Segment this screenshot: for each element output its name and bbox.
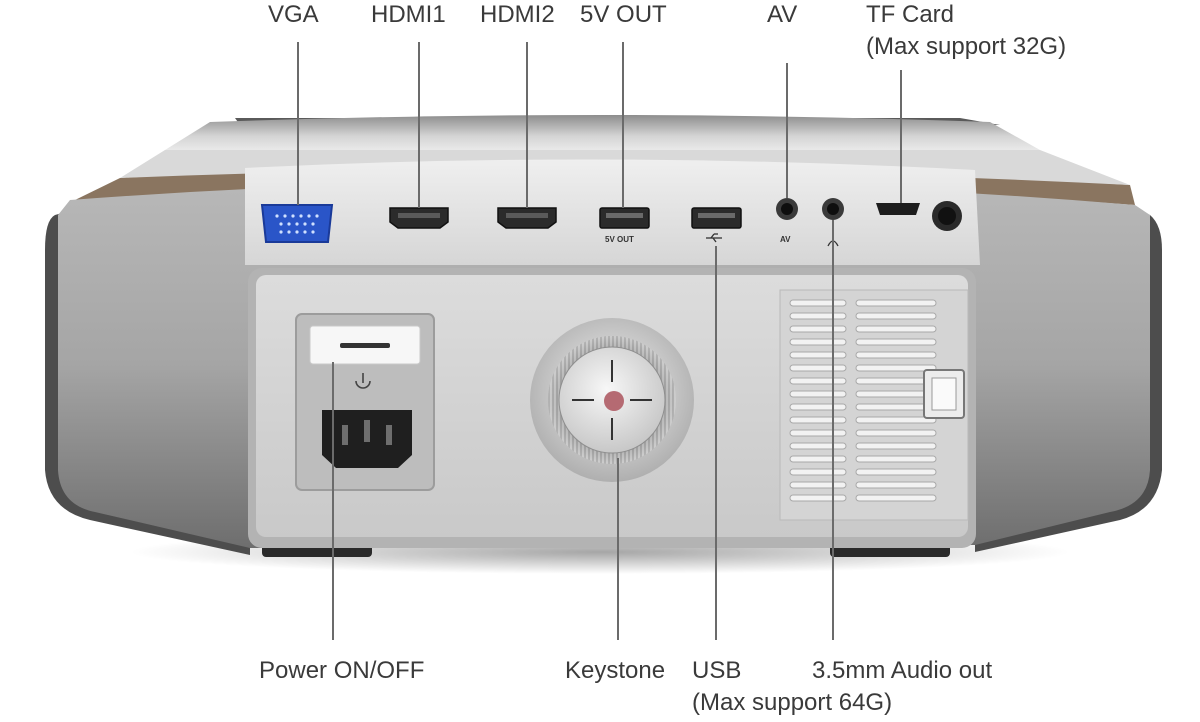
label-keystone: Keystone: [565, 657, 666, 684]
label-audio-out: 3.5mm Audio out: [812, 657, 993, 684]
label-5v-out: 5V OUT: [580, 1, 667, 28]
label-av: AV: [767, 1, 798, 28]
label-hdmi2: HDMI2: [480, 1, 555, 28]
label-power: Power ON/OFF: [259, 657, 425, 684]
label-usb-note: (Max support 64G): [692, 689, 893, 716]
label-usb: USB: [692, 657, 742, 684]
five-v-out-mark: 5V OUT: [605, 235, 634, 244]
label-hdmi1: HDMI1: [371, 1, 446, 28]
label-tf-card-note: (Max support 32G): [866, 33, 1067, 60]
av-mark: AV: [780, 235, 791, 244]
label-tf-card: TF Card: [866, 1, 955, 28]
label-vga: VGA: [268, 1, 319, 28]
